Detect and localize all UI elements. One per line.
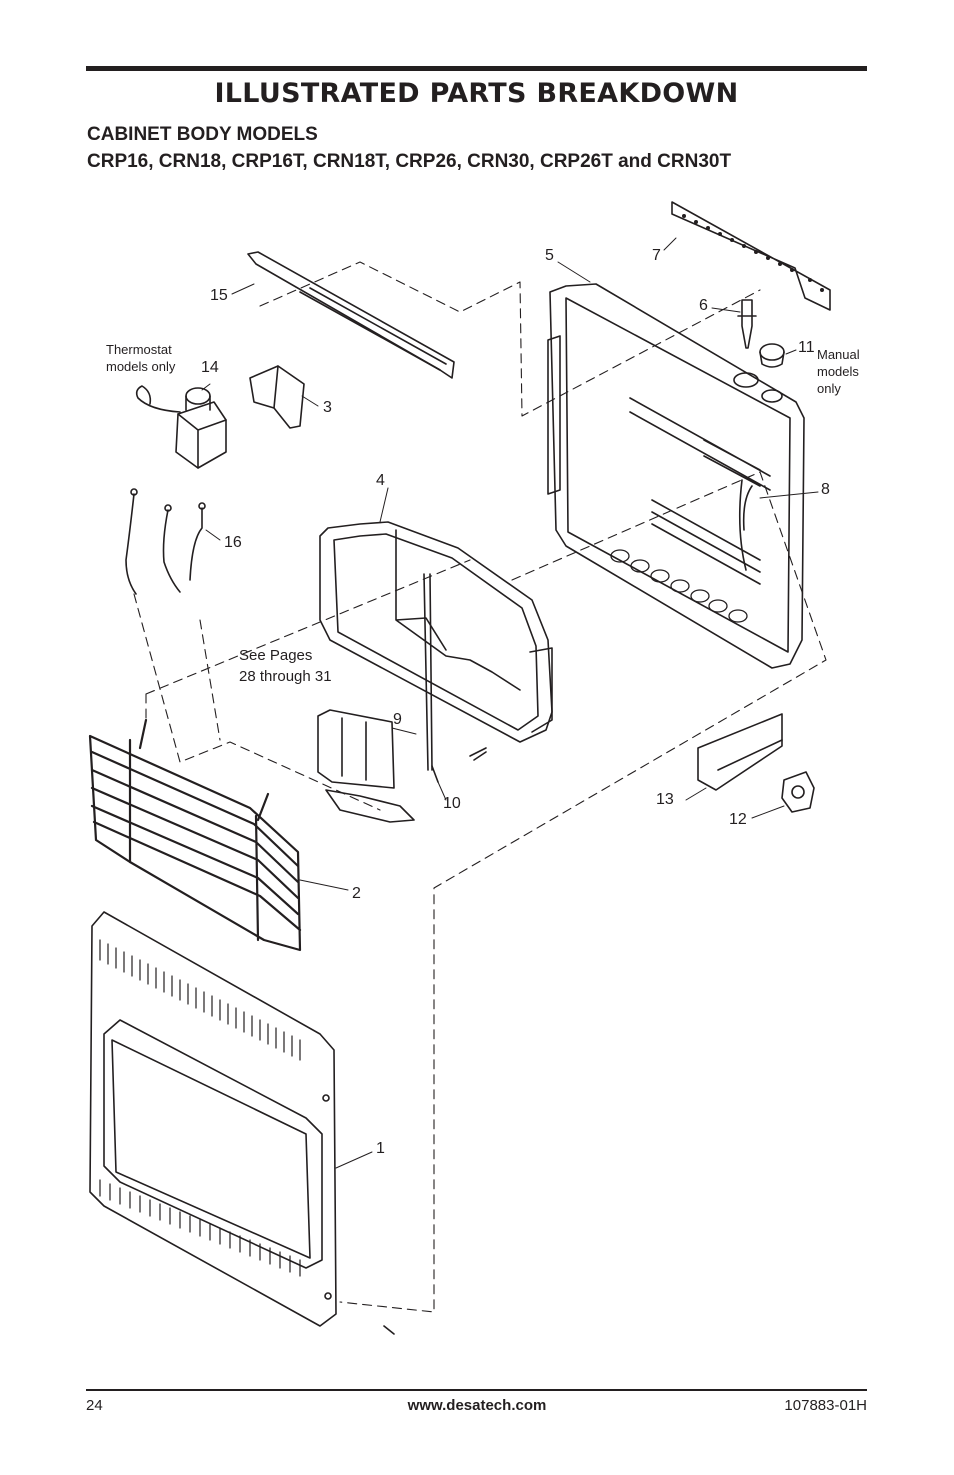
manual-note: Manual models only	[817, 346, 860, 397]
see-pages-line2: 28 through 31	[239, 668, 332, 685]
callout-11: 11	[798, 339, 815, 356]
see-pages-note: See Pages 28 through 31	[239, 645, 332, 687]
manual-note-line3: only	[817, 381, 841, 396]
callout-2: 2	[352, 885, 361, 902]
part-15-deflector	[247, 251, 455, 379]
top-rule	[86, 66, 867, 71]
callout-3: 3	[323, 399, 332, 416]
part-4-firebox	[319, 521, 553, 743]
website-link[interactable]: www.desatech.com	[407, 1397, 547, 1414]
callout-6: 6	[699, 297, 708, 314]
assembly-dashed-lines	[133, 261, 827, 1313]
callout-15: 15	[210, 287, 228, 304]
callout-10: 10	[443, 795, 461, 812]
callout-4: 4	[376, 472, 385, 489]
see-pages-line1: See Pages	[239, 647, 313, 664]
part-7-mounting-strip	[671, 201, 831, 311]
part-11-knob	[759, 343, 785, 368]
model-list: CRP16, CRN18, CRP16T, CRN18T, CRP26, CRN…	[87, 151, 732, 172]
page-title: ILLUSTRATED PARTS BREAKDOWN	[214, 78, 739, 109]
part-5-cabinet-back	[547, 283, 805, 669]
callout-14: 14	[201, 359, 219, 376]
callout-1: 1	[376, 1140, 385, 1157]
thermostat-note-line2: models only	[106, 359, 176, 374]
part-2-grille	[88, 718, 302, 952]
part-3-bracket	[249, 365, 305, 429]
part-14-thermostat	[135, 385, 227, 469]
part-10-electrode	[431, 765, 439, 783]
part-9-pilot	[423, 573, 487, 771]
burner-assembly	[317, 709, 415, 823]
callout-13: 13	[656, 791, 674, 808]
callout-8: 8	[821, 481, 830, 498]
document-number: 107883-01H	[784, 1397, 867, 1414]
part-16-tubes	[125, 488, 206, 595]
manual-note-line2: models	[817, 364, 859, 379]
callout-7: 7	[652, 247, 661, 264]
manual-note-line1: Manual	[817, 347, 860, 362]
bottom-rule	[86, 1389, 867, 1391]
page-number: 24	[86, 1397, 103, 1414]
callout-12: 12	[729, 811, 747, 828]
section-subtitle: CABINET BODY MODELS	[87, 124, 318, 145]
part-13-shield	[697, 713, 783, 791]
callout-9: 9	[393, 711, 402, 728]
callout-16: 16	[224, 534, 242, 551]
part-6-igniter	[737, 299, 757, 349]
part-12-valve	[781, 771, 815, 813]
leader-lines	[201, 237, 819, 1169]
callout-5: 5	[545, 247, 554, 264]
part-8-tube	[738, 479, 747, 571]
thermostat-note: Thermostat models only	[106, 341, 175, 375]
thermostat-note-line1: Thermostat	[106, 342, 172, 357]
part-1-front-panel	[89, 911, 395, 1335]
